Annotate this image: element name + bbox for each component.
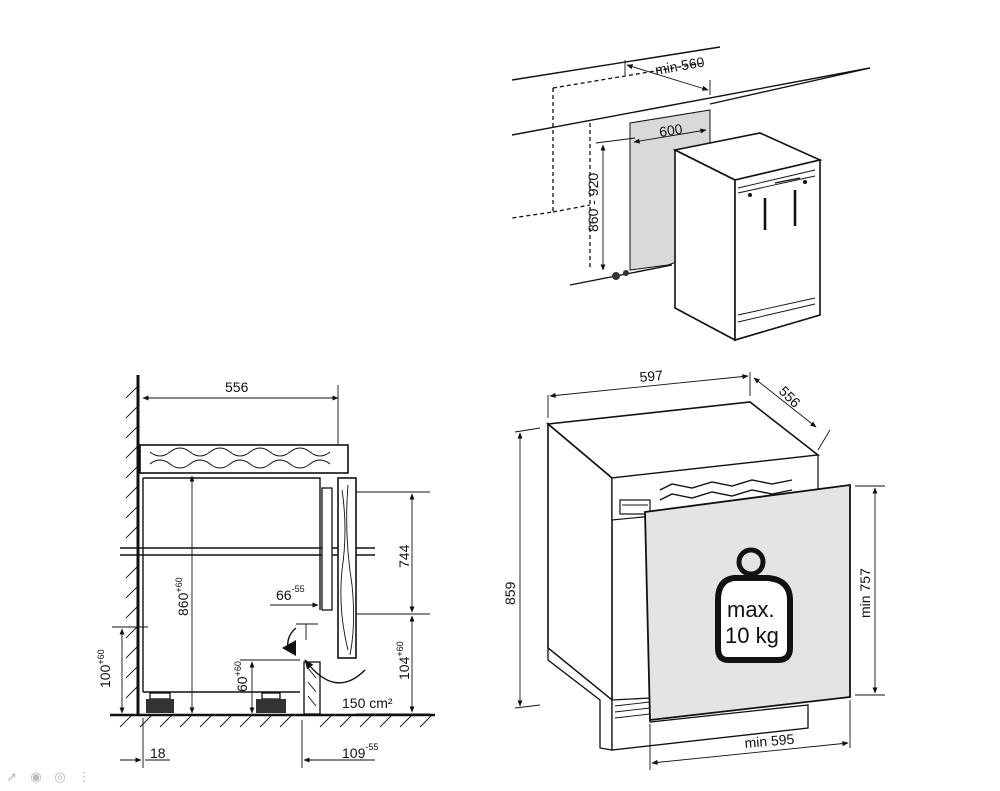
svg-text:66-55: 66-55 — [276, 584, 305, 603]
svg-text:860+60: 860+60 — [174, 577, 191, 616]
iso-width-label: 597 — [639, 367, 664, 385]
height-label: 860 - 920 — [585, 173, 601, 232]
width-label: 600 — [658, 120, 684, 139]
depth-label: min 560 — [654, 54, 706, 78]
front-offset-label: 109 — [342, 745, 366, 761]
niche-height-sup: +60 — [174, 577, 184, 592]
recess-label: 66 — [276, 587, 292, 603]
floor-hatch — [119, 714, 433, 728]
vent-height-label: 104 — [396, 656, 412, 680]
appliance-perspective — [672, 132, 823, 342]
wall-hatch — [125, 385, 139, 699]
svg-text:104+60: 104+60 — [395, 641, 412, 680]
weight-line2: 10 kg — [725, 623, 779, 648]
vent-area-label: 150 cm² — [342, 695, 393, 711]
iso-door-height-label: min 757 — [857, 568, 873, 618]
svg-text:100+60: 100+60 — [96, 649, 113, 688]
iso-door-width-label: min 595 — [744, 731, 795, 751]
wall-gap-label: 18 — [150, 745, 166, 761]
iso-depth-label: 556 — [776, 383, 804, 411]
weight-line1: max. — [727, 597, 775, 622]
side-depth-label: 556 — [225, 379, 249, 395]
camera-icon[interactable]: ◎ — [54, 770, 66, 785]
niche-height-label: 860 — [175, 592, 191, 616]
eye-icon[interactable]: ◉ — [30, 770, 42, 785]
vent-height-sup: +60 — [395, 641, 405, 656]
more-icon[interactable]: ⋮ — [77, 770, 91, 785]
svg-text:109-55: 109-55 — [342, 742, 378, 761]
share-icon[interactable]: ➚ — [6, 770, 18, 785]
plinth-height-sup: +60 — [96, 649, 106, 664]
svg-text:60+60: 60+60 — [233, 661, 250, 692]
iso-height-label: 859 — [502, 581, 518, 605]
door-panel — [337, 477, 357, 659]
recess-sup: -55 — [292, 584, 305, 594]
door-height-label: 744 — [396, 544, 412, 568]
front-offset-sup: -55 — [365, 742, 378, 752]
isometric-appliance-view: max. 10 kg 597 556 859 min 757 min 595 — [502, 367, 885, 770]
viewer-toolbar: ➚ ◉ ◎ ⋮ — [4, 770, 92, 785]
side-section-view: 556 744 104+60 860+60 100+60 60+60 6 — [96, 375, 435, 768]
foot-height-sup: +60 — [233, 661, 243, 676]
worktop — [139, 444, 349, 474]
foot-height-label: 60 — [234, 676, 250, 692]
plinth-height-label: 100 — [97, 664, 113, 688]
weight-icon: max. 10 kg — [715, 547, 793, 663]
niche-perspective-view: min 560 600 860 - 920 — [511, 46, 871, 342]
